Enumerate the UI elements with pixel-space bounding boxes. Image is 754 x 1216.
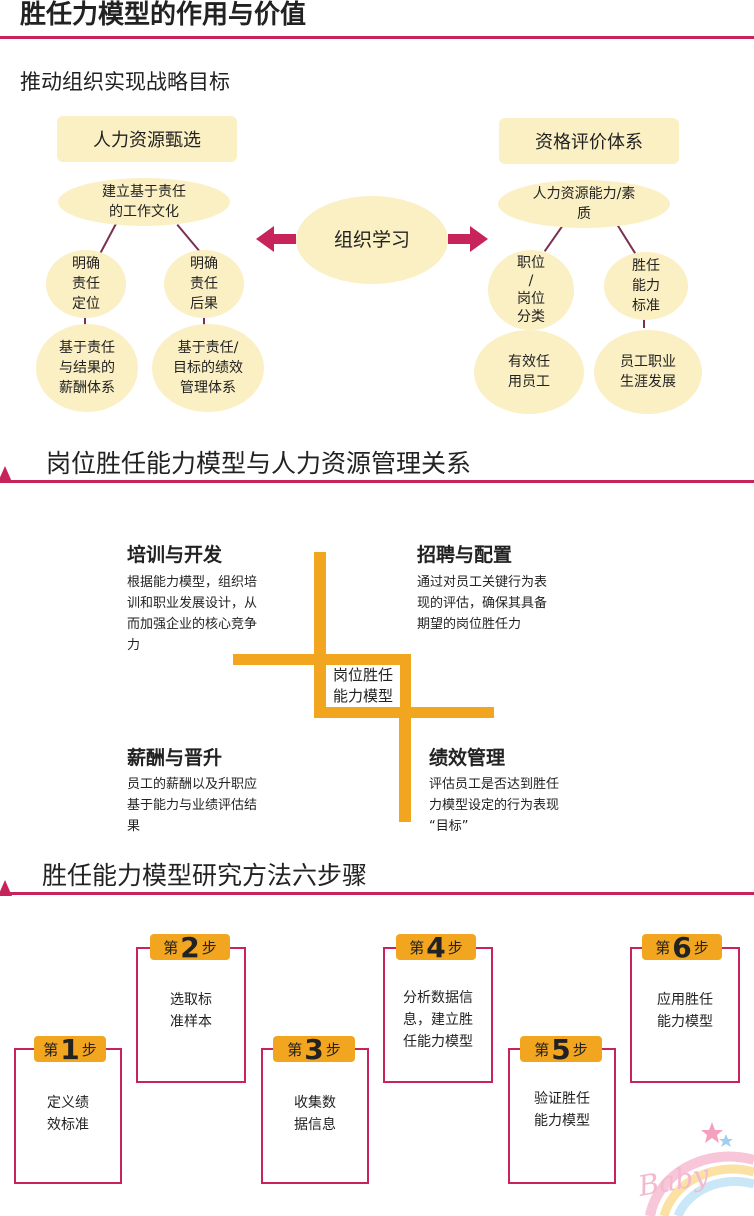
- step-2-suffix: 步: [201, 938, 217, 957]
- step-2-card: 选取标 准样本: [136, 947, 246, 1083]
- org-learning-node: 组织学习: [296, 196, 448, 284]
- position-classification-node: 职位 / 岗位 分类: [488, 250, 574, 330]
- responsibility-goal-performance-node: 基于责任/ 目标的绩效 管理体系: [152, 324, 264, 412]
- recruitment-heading: 招聘与配置: [417, 544, 513, 566]
- section1-subtitle: 推动组织实现战略目标: [20, 70, 230, 94]
- hr-selection-label: 人力资源甄选: [93, 130, 201, 151]
- recruitment-text: 通过对员工关键行为表 现的评估，确保其具备 期望的岗位胜任力: [417, 575, 548, 632]
- step-1-suffix: 步: [81, 1040, 97, 1059]
- step-4-text: 分析数据信 息，建立胜 任能力模型: [403, 990, 473, 1050]
- clear-responsibility-position-node: 明确 责任 定位: [46, 250, 126, 318]
- step-3-card: 收集数 据信息: [261, 1048, 369, 1184]
- rainbow-watermark-icon: [645, 1122, 754, 1216]
- left-arrow-icon: [256, 226, 296, 252]
- step-4-suffix: 步: [447, 938, 463, 957]
- qualification-system-box: 资格评价体系: [499, 118, 679, 164]
- step-6-card: 应用胜任 能力模型: [630, 947, 740, 1083]
- step-1-text: 定义绩 效标准: [47, 1095, 89, 1133]
- step-3-prefix: 第: [287, 1040, 303, 1059]
- step-5-card: 验证胜任 能力模型: [508, 1048, 616, 1184]
- step-2-prefix: 第: [163, 938, 179, 957]
- competency-model-center: 岗位胜任 能力模型: [326, 665, 400, 707]
- connector-line: [176, 224, 202, 253]
- right-arrow-icon: [448, 226, 488, 252]
- step-6-text: 应用胜任 能力模型: [657, 992, 713, 1030]
- step-6-prefix: 第: [655, 938, 671, 957]
- section3-title: 胜任能力模型研究方法六步骤: [42, 861, 368, 890]
- step-4-number: 4: [426, 930, 446, 964]
- responsibility-culture-node: 建立基于责任 的工作文化: [58, 178, 230, 226]
- step-5-text: 验证胜任 能力模型: [534, 1091, 590, 1129]
- compensation-heading: 薪酬与晋升: [127, 747, 223, 769]
- competence-standard-node: 胜任 能力 标准: [604, 252, 688, 320]
- step-6-suffix: 步: [693, 938, 709, 957]
- training-text: 根据能力模型，组织培 训和职业发展设计，从 而加强企业的核心竞争 力: [127, 575, 258, 653]
- clear-responsibility-consequence-node: 明确 责任 后果: [164, 250, 244, 318]
- section1-divider: [0, 36, 754, 39]
- career-development-node: 员工职业 生涯发展: [594, 330, 702, 414]
- step-2-text: 选取标 准样本: [170, 992, 212, 1030]
- connector-line: [616, 224, 637, 254]
- hr-selection-box: 人力资源甄选: [57, 116, 237, 162]
- step-5-number: 5: [551, 1032, 571, 1066]
- qualification-system-label: 资格评价体系: [535, 132, 643, 153]
- step-4-prefix: 第: [409, 938, 425, 957]
- step-2-number: 2: [180, 930, 200, 964]
- step-5-suffix: 步: [572, 1040, 588, 1059]
- training-heading: 培训与开发: [127, 544, 223, 566]
- section1-title: 胜任力模型的作用与价值: [20, 0, 307, 30]
- effective-employment-node: 有效任 用员工: [474, 330, 584, 414]
- step-4-card: 分析数据信 息，建立胜 任能力模型: [383, 947, 493, 1083]
- step-3-suffix: 步: [325, 1040, 341, 1059]
- section2-marker-icon: [0, 466, 12, 482]
- section2-title: 岗位胜任能力模型与人力资源管理关系: [46, 449, 472, 478]
- step-3-text: 收集数 据信息: [294, 1095, 336, 1133]
- section3-divider: [0, 892, 754, 895]
- org-learning-label: 组织学习: [333, 229, 410, 251]
- step-6-number: 6: [672, 930, 692, 964]
- compensation-text: 员工的薪酬以及升职应 基于能力与业绩评估结 果: [127, 777, 258, 834]
- hr-competence-node: 人力资源能力/素 质: [498, 180, 670, 228]
- cross-vertical-top: [314, 552, 326, 718]
- cross-horizontal-left: [233, 654, 409, 665]
- step-1-card: 定义绩 效标准: [14, 1048, 122, 1184]
- step-1-prefix: 第: [43, 1040, 59, 1059]
- step-1-number: 1: [60, 1032, 80, 1066]
- step-3-number: 3: [304, 1032, 324, 1066]
- section2-divider: [0, 480, 754, 483]
- responsibility-result-pay-node: 基于责任 与结果的 薪酬体系: [36, 324, 138, 412]
- performance-heading: 绩效管理: [429, 747, 506, 769]
- performance-text: 评估员工是否达到胜任 力模型设定的行为表现 “目标”: [429, 777, 560, 834]
- cross-vertical-bottom: [399, 654, 411, 822]
- step-5-prefix: 第: [534, 1040, 550, 1059]
